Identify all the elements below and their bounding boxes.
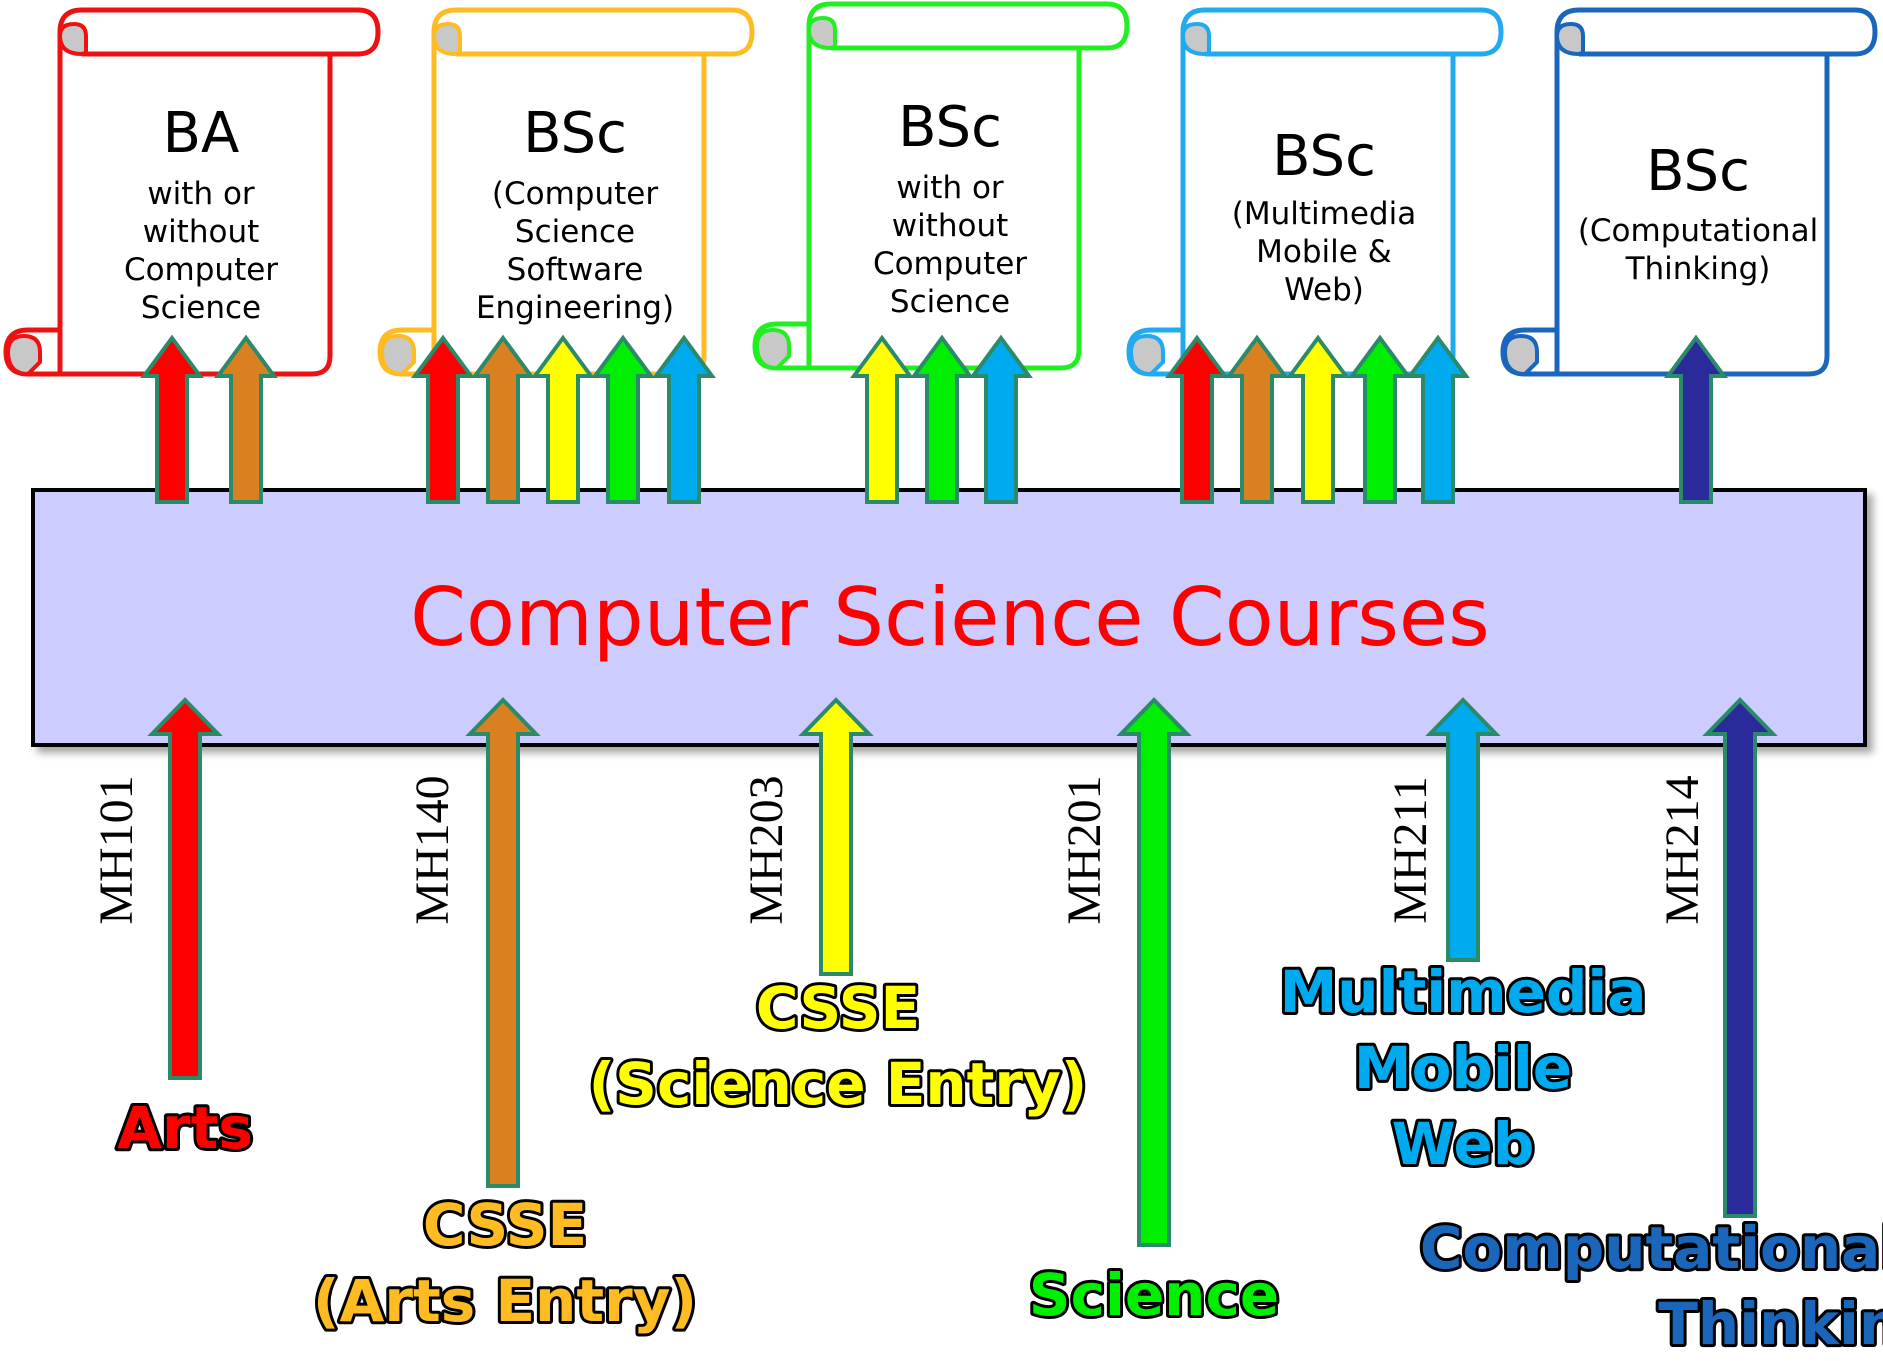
entry-arrow-mh214: [1702, 697, 1778, 1218]
scroll-top-curl: [1554, 21, 1585, 56]
degree-arrow-lightblue: [652, 334, 716, 504]
course-code-label: MH140: [406, 775, 459, 924]
degree-subtitle-line: Web): [1284, 272, 1364, 308]
scroll-top-curl: [57, 21, 88, 56]
degree-arrow-orange: [214, 334, 278, 504]
entry-arrows: MH101 MH140 MH203 MH201 MH211 MH214: [90, 697, 1778, 1247]
degree-arrow-green: [591, 334, 655, 504]
entry-route-label: Arts: [117, 1094, 253, 1162]
course-code-label: MH203: [740, 775, 793, 924]
degree-subtitle-line: Computer: [124, 252, 278, 288]
degree-subtitle-line: (Computer: [492, 176, 658, 212]
degree-arrow-lightblue: [969, 334, 1033, 504]
degree-arrow-lightblue: [1406, 334, 1470, 504]
degree-subtitle-line: Computer: [873, 246, 1027, 282]
degree-subtitle-line: with or: [147, 176, 255, 212]
entry-route-label: Science: [1029, 1261, 1279, 1329]
entry-route-label: Thinking: [1658, 1290, 1883, 1358]
degree-subtitle-line: Software: [507, 252, 644, 288]
course-code-label: MH201: [1058, 775, 1111, 924]
degree-subtitle-line: (Multimedia: [1232, 196, 1416, 232]
degree-arrow-navy: [1664, 334, 1728, 504]
degree-arrow-red: [1165, 334, 1229, 504]
degree-subtitle-line: Engineering): [476, 290, 674, 326]
degree-arrow-yellow: [850, 334, 914, 504]
entry-arrow-mh140: [465, 697, 541, 1188]
entry-arrow-mh211: [1425, 697, 1501, 962]
degree-title: BSc: [1272, 124, 1376, 189]
degree-title: BSc: [898, 95, 1002, 160]
scroll-bottom-curl: [1128, 333, 1165, 377]
entry-route-label: (Science Entry): [589, 1050, 1088, 1118]
degree-subtitle-line: Science: [141, 290, 261, 326]
entry-route-label: Multimedia: [1280, 958, 1647, 1026]
degree-title: BSc: [1646, 139, 1750, 204]
degree-subtitle-line: without: [143, 214, 260, 250]
degree-arrow-yellow: [531, 334, 595, 504]
degree-subtitle-line: Thinking): [1625, 251, 1771, 287]
degree-arrow-green: [910, 334, 974, 504]
entry-route-label: Web: [1392, 1110, 1535, 1178]
scroll-bottom-curl: [1502, 333, 1539, 377]
degree-title: BSc: [523, 101, 627, 166]
scroll-bottom-curl: [379, 333, 416, 377]
course-code-label: MH211: [1384, 776, 1437, 924]
entry-route-label: Mobile: [1354, 1034, 1572, 1102]
degree-arrows: [140, 334, 1728, 504]
main-box-title: Computer Science Courses: [410, 571, 1490, 664]
degree-subtitle-line: without: [892, 208, 1009, 244]
entry-arrow-mh203: [798, 697, 874, 976]
degree-title: BA: [163, 101, 240, 166]
degree-arrow-red: [411, 334, 475, 504]
degree-subtitle-line: with or: [896, 170, 1004, 206]
entry-route-label: Computational: [1420, 1214, 1883, 1282]
entry-arrow-mh101: [147, 697, 223, 1080]
course-code-label: MH214: [1656, 775, 1709, 924]
main-course-box: Computer Science Courses: [31, 488, 1867, 747]
scroll-bottom-curl: [754, 327, 791, 371]
entry-route-label: CSSE: [423, 1191, 587, 1259]
degree-arrow-yellow: [1286, 334, 1350, 504]
entry-route-label: CSSE: [756, 974, 920, 1042]
degree-subtitle-line: (Computational: [1578, 213, 1818, 249]
scroll-top-curl: [806, 15, 837, 50]
scroll-top-curl: [431, 21, 462, 56]
scroll-top-curl: [1180, 21, 1211, 56]
scroll-bottom-curl: [5, 333, 42, 377]
entry-arrow-mh201: [1116, 697, 1192, 1247]
degree-arrow-red: [140, 334, 204, 504]
degree-subtitle-line: Science: [890, 284, 1010, 320]
degree-arrow-orange: [471, 334, 535, 504]
degree-subtitle-line: Science: [515, 214, 635, 250]
degree-arrow-orange: [1225, 334, 1289, 504]
degree-arrow-green: [1348, 334, 1412, 504]
course-code-label: MH101: [90, 775, 143, 924]
entry-route-label: (Arts Entry): [313, 1267, 697, 1335]
degree-subtitle-line: Mobile &: [1256, 234, 1392, 270]
